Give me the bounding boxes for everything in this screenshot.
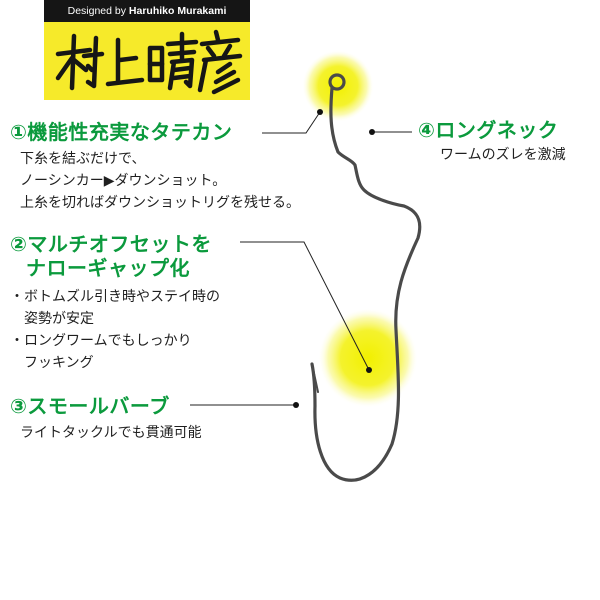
- callout-dot-3: [293, 402, 299, 408]
- feature-2-description: ・ボトムズル引き時やステイ時の 姿勢が安定 ・ロングワームでもしっかり フッキン…: [10, 286, 220, 374]
- feature-2-title-line-1: ②マルチオフセットを: [10, 232, 212, 256]
- feature-2-line-2: 姿勢が安定: [10, 311, 94, 327]
- feature-2-title: ②マルチオフセットを ナローギャップ化: [10, 232, 212, 280]
- callout-dot-1: [317, 109, 323, 115]
- feature-1-title: ①機能性充実なタテカン: [10, 120, 233, 144]
- eye-highlight-glow: [302, 50, 374, 122]
- feature-4-description: ワームのズレを激減: [440, 147, 566, 163]
- designer-name: Haruhiko Murakami: [128, 5, 227, 17]
- bend-highlight-glow: [318, 308, 418, 408]
- designer-badge: Designed by Haruhiko Murakami: [44, 0, 250, 100]
- leader-line-1: [262, 111, 321, 134]
- worm-hook-icon: [310, 73, 422, 482]
- callout-dot-4: [369, 129, 375, 135]
- feature-3-title: ③スモールバーブ: [10, 394, 170, 418]
- feature-1-line-3: 上糸を切ればダウンショットリグを残せる。: [20, 195, 300, 211]
- feature-1-line-1: 下糸を結ぶだけで、: [20, 151, 146, 167]
- designer-signature-mark: [55, 29, 243, 95]
- feature-2-title-line-2: ナローギャップ化: [26, 256, 190, 280]
- feature-4-title: ④ロングネック: [418, 118, 559, 142]
- feature-3-description: ライトタックルでも貫通可能: [20, 425, 202, 441]
- feature-1-line-2: ノーシンカー▶ダウンショット。: [20, 173, 227, 189]
- callout-dot-2: [366, 367, 372, 373]
- feature-2-line-3: ・ロングワームでもしっかり: [10, 333, 192, 349]
- feature-2-line-1: ・ボトムズル引き時やステイ時の: [10, 289, 220, 305]
- leader-line-2: [240, 241, 370, 371]
- designed-by-prefix: Designed by: [67, 5, 126, 17]
- feature-2-line-4: フッキング: [10, 355, 94, 371]
- feature-1-description: 下糸を結ぶだけで、 ノーシンカー▶ダウンショット。 上糸を切ればダウンショットリ…: [20, 148, 300, 214]
- designer-credit: Designed by Haruhiko Murakami: [44, 0, 250, 22]
